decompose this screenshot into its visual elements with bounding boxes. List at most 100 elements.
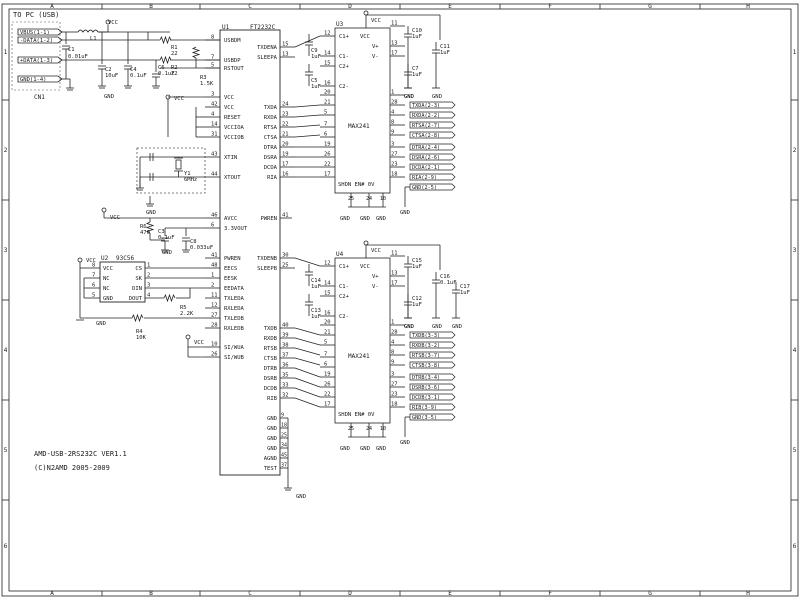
net-tag [409, 101, 456, 109]
net-label: GND [400, 210, 410, 216]
net-label: GND [404, 324, 414, 330]
ref-label: R2 [171, 65, 178, 71]
net-label: GND [432, 324, 442, 330]
border-col-top: G [648, 3, 652, 10]
pin-number: 26 [324, 152, 331, 158]
pin-number: 27 [391, 152, 398, 158]
border-labels: A B C D E F G H A B C D E F G H 1 2 3 4 … [4, 3, 797, 597]
pin-number: 15 [324, 291, 331, 297]
net-label: VCC [108, 20, 118, 26]
signal-wire [294, 367, 321, 378]
pin-number: 21 [282, 132, 289, 138]
border-col-bottom: G [648, 590, 652, 597]
net-tag [409, 373, 456, 381]
value-label: 6MHz [184, 177, 197, 183]
pin-number: 38 [282, 343, 289, 349]
ref-label: L1 [90, 36, 97, 42]
border-row-left: 6 [4, 543, 8, 550]
net-tag [409, 163, 456, 171]
pin-number: 7 [92, 273, 95, 279]
pin-name: RSTOUT [224, 66, 245, 72]
pin-name: CS [135, 266, 142, 272]
pin-name: VCC [103, 266, 113, 272]
pin-number: 46 [211, 213, 218, 219]
border-row-left: 3 [4, 247, 8, 254]
net-tag [409, 403, 456, 411]
net-label: GND [404, 94, 414, 100]
connector-pin-label: VBUS(1-1) [20, 30, 50, 36]
pin-name: RXLEDB [224, 326, 245, 332]
pin-name: CTSB [264, 356, 278, 362]
u1-left-pins: 8USBDM7USBDP5RSTOUT3VCC42VCC4RESET14VCCI… [205, 35, 248, 361]
value-label: 1uF [311, 284, 321, 290]
ref-label: C4 [130, 67, 137, 73]
ref-label: R1 [171, 45, 178, 51]
net-label: VCC [86, 258, 96, 264]
pin-name: VCC [224, 105, 234, 111]
pin-name: TXDA [264, 105, 278, 111]
net-tag [409, 111, 456, 119]
pin-number: 23 [391, 392, 398, 398]
net-label: GND [400, 440, 410, 446]
pin-number: 4 [391, 340, 395, 346]
chip-ref: U4 [336, 251, 344, 258]
net-tag-label: DCDB(3-1) [412, 395, 440, 401]
net-tag-label: DSRA(2-6) [412, 155, 440, 161]
pin-number: 18 [281, 423, 287, 429]
usb-ground-symbols [66, 19, 160, 91]
pin-number: 26 [211, 352, 218, 358]
pin-number: 10 [380, 196, 386, 202]
pin-number: 17 [391, 281, 398, 287]
pin-number: 1 [211, 273, 214, 279]
pin-name: C2+ [339, 294, 350, 300]
chip-part: FT2232C [250, 24, 276, 31]
pin-name: EECS [224, 266, 237, 272]
pin-name: GND [267, 436, 277, 442]
value-label: 1uF [412, 34, 422, 40]
pin-name: PWREN [260, 216, 277, 222]
border-col-bottom: E [448, 590, 452, 597]
pin-name: C1+ [339, 34, 350, 40]
pin-number: 9 [391, 130, 394, 136]
net-tag-label: CTSB(3-8) [412, 363, 440, 369]
pin-number: 17 [282, 162, 289, 168]
pin-name: GND [267, 426, 277, 432]
vcc-symbol [363, 240, 369, 246]
pin-number: 5 [211, 63, 214, 69]
pin-name: RTSB [264, 346, 278, 352]
pin-name: EESK [224, 276, 238, 282]
net-tag [409, 361, 456, 369]
u1-chip: U1 FT2232C [219, 24, 281, 476]
net-tag [409, 331, 456, 339]
crystal-labels: Y1 6MHz [184, 171, 197, 183]
value-label: 22 [171, 71, 178, 77]
pin-number: 17 [391, 51, 398, 57]
border-col-top: A [50, 3, 54, 10]
pin-name: C2- [339, 314, 349, 320]
pin-number: 45 [281, 453, 287, 459]
border-row-left: 2 [4, 147, 8, 154]
signal-wire [294, 337, 321, 346]
pin-number: 13 [282, 52, 289, 58]
pin-number: 42 [211, 102, 218, 108]
net-tag-label: RTSA(2-7) [412, 123, 440, 129]
pin-number: 3 [391, 142, 394, 148]
net-tag [409, 173, 456, 181]
pin-number: 17 [324, 402, 331, 408]
pin-number: 4 [211, 112, 215, 118]
net-label: GND [104, 94, 114, 100]
pin-name: AGND [264, 456, 277, 462]
net-tag-label: RIA(2-9) [412, 175, 437, 181]
pin-number: 32 [282, 393, 289, 399]
pin-name: V- [372, 284, 379, 290]
net-tag-label: CTSA(2-8) [412, 133, 440, 139]
pin-number: 18 [391, 402, 398, 408]
u4-transceiver: U4MAX241C1+VCCC1-V+C2+V-C2-1214151620215… [305, 240, 470, 452]
pin-name: GND [103, 296, 113, 302]
pin-number: 10 [380, 426, 386, 432]
net-tag-label: DSRB(3-6) [412, 385, 440, 391]
pin-name: SLEEPB [257, 266, 278, 272]
u1-supply-wires [103, 96, 292, 491]
